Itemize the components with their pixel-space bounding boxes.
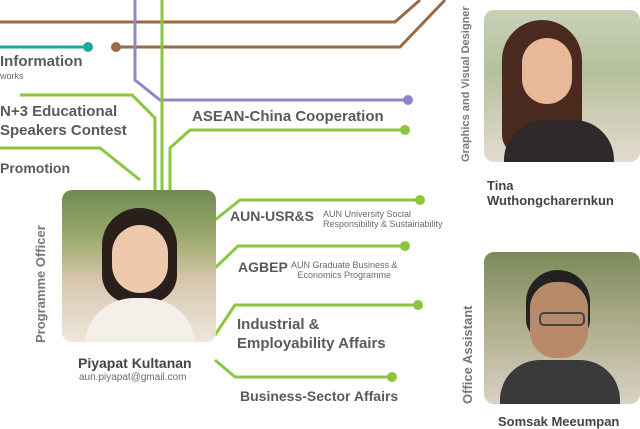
brown-line-lower	[116, 0, 447, 49]
project-industrial: Industrial & Employability Affairs	[237, 315, 386, 353]
glasses-icon	[539, 312, 585, 326]
green-dot-asean	[400, 125, 410, 135]
project-apt-line1: N+3 Educational	[0, 103, 118, 120]
programme-officer-photo	[62, 190, 216, 342]
assistant-body	[500, 360, 620, 404]
purple-line	[133, 0, 408, 102]
purple-dot	[403, 95, 413, 105]
assistant-name: Somsak Meeumpan	[498, 414, 620, 429]
project-aun-usr-desc: AUN University Social Responsibility & S…	[323, 209, 443, 229]
project-asean-china: ASEAN-China Cooperation	[192, 108, 384, 125]
project-apt-line2: Speakers Contest	[0, 122, 127, 139]
designer-body	[504, 120, 614, 162]
industrial-line2: Employability Affairs	[237, 335, 386, 352]
assistant-role: Office Assistant	[460, 305, 475, 405]
project-agbep-code: AGBEP	[238, 259, 288, 275]
teal-dot	[83, 42, 93, 52]
green-dot-industrial	[413, 300, 423, 310]
project-information: Information	[0, 53, 83, 70]
face-shape	[112, 225, 168, 293]
green-promotion	[0, 146, 141, 182]
programme-officer-role: Programme Officer	[33, 225, 48, 343]
programme-officer-email: aun.piyapat@gmail.com	[79, 372, 187, 383]
assistant-photo	[484, 252, 640, 404]
industrial-line1: Industrial &	[237, 316, 320, 333]
green-dot-agbep	[400, 241, 410, 251]
green-usr	[214, 198, 420, 222]
agbep-desc-line1: AUN Graduate Business &	[291, 260, 398, 270]
brown-line-top	[0, 0, 421, 24]
green-dot-usr	[415, 195, 425, 205]
green-agbep	[213, 244, 405, 270]
green-apt	[20, 93, 157, 190]
project-information-sub: works	[0, 71, 24, 81]
designer-role: Graphics and Visual Designer	[460, 6, 472, 162]
project-agbep-desc: AUN Graduate Business & Economics Progra…	[291, 260, 398, 280]
green-business	[214, 358, 392, 379]
body-shape	[84, 298, 196, 342]
agbep-desc-line2: Economics Programme	[297, 270, 392, 280]
designer-name: Tina Wuthongcharernkun	[487, 178, 614, 208]
project-business-sector: Business-Sector Affairs	[240, 388, 399, 404]
programme-officer-name: Piyapat Kultanan	[78, 355, 192, 371]
green-dot-business	[387, 372, 397, 382]
designer-face	[522, 38, 572, 104]
green-asean	[168, 128, 405, 190]
brown-dot	[111, 42, 121, 52]
aun-usr-desc-line2: Responsibility & Sustainability	[323, 219, 443, 229]
green-industrial	[213, 303, 418, 336]
aun-usr-desc-line1: AUN University Social	[323, 209, 412, 219]
project-promotion: Promotion	[0, 160, 70, 176]
project-aun-usr-code: AUN-USR&S	[230, 208, 314, 224]
designer-photo	[484, 10, 640, 162]
